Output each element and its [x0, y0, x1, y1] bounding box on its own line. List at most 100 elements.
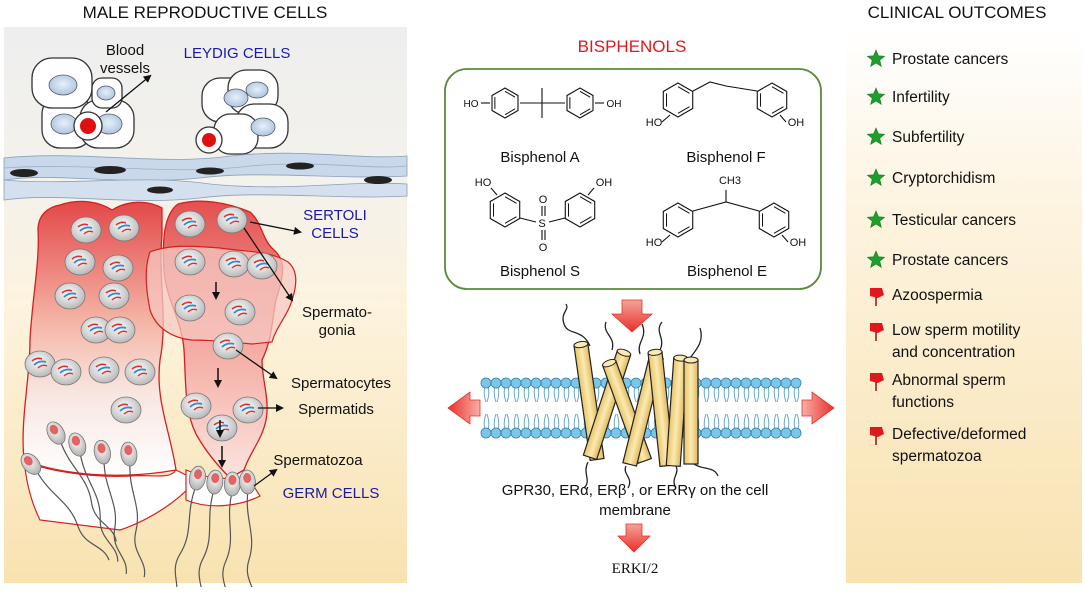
arrow-down-to-erk [617, 523, 651, 553]
lipid [740, 377, 752, 439]
outcome-label: Testicular cancers [892, 212, 1016, 229]
outcome-label: Azoospermia [892, 287, 983, 304]
lipid [780, 377, 792, 439]
germ-cell [64, 248, 96, 276]
bisphenols-title: BISPHENOLS [578, 37, 687, 56]
green-star-icon [866, 250, 886, 268]
red-pin-icon [870, 427, 884, 445]
germ-cell [174, 294, 206, 322]
lipid [480, 377, 492, 439]
sertoli-label-line1: SERTOLI [303, 207, 367, 224]
germ-cell [224, 298, 256, 326]
green-star-icon [866, 49, 886, 67]
germ-cell [24, 350, 56, 378]
outcome-item: Prostate cancers [866, 49, 1009, 68]
red-pin-icon [870, 288, 884, 306]
atom-label: O [539, 242, 548, 254]
red-pin-icon [870, 373, 884, 391]
lipid [540, 377, 552, 439]
lipid [560, 377, 572, 439]
blood-vessels-label-line1: Blood [106, 42, 144, 59]
receptor-caption-line2: membrane [599, 502, 671, 519]
germ-cell [110, 396, 142, 424]
lipid [500, 377, 512, 439]
leydig-label: LEYDIG CELLS [184, 45, 291, 62]
outcome-label: Infertility [892, 89, 950, 106]
spermatozoon [20, 452, 110, 561]
spermatozoon [173, 465, 206, 592]
atom-label: CH3 [719, 175, 741, 187]
lipid [520, 377, 532, 439]
compound-name-bpf: Bisphenol F [686, 149, 765, 166]
atom-label: HO [646, 237, 663, 249]
spermatozoon [93, 439, 127, 574]
outcome-label: Cryptorchidism [892, 170, 995, 187]
atom-label: HO [475, 177, 492, 189]
receptor-helices [562, 303, 719, 489]
germ-cells [24, 206, 278, 442]
germ-cell [174, 248, 206, 276]
germ-cell [218, 250, 250, 278]
spermatozoa-label: Spermatozoa [273, 452, 363, 469]
blood-vessels-label-line2: vessels [100, 60, 150, 77]
progression-arrows [212, 221, 302, 487]
spermatozoon [68, 432, 119, 562]
germ-cell [232, 396, 264, 424]
germ-cell [180, 392, 212, 420]
outcome-item: Testicular cancers [866, 210, 1016, 229]
spermatogonia-label-line1: Spermato- [302, 304, 372, 321]
red-pin-icon [870, 323, 884, 341]
germ-cell [102, 254, 134, 282]
lipid [490, 377, 502, 439]
outcome-item: Azoospermia [870, 287, 983, 306]
leydig-cluster-left [31, 57, 135, 149]
clinical-outcomes-list: Prostate cancersInfertilitySubfertilityC… [866, 49, 1026, 465]
outcome-label: Defective/deformed [892, 426, 1026, 443]
bisphenols-structure-box [444, 68, 822, 290]
spermatozoon [239, 469, 256, 592]
compound-name-bpe: Bisphenol E [687, 263, 767, 280]
atom-label: HO [646, 117, 663, 129]
green-star-icon [866, 87, 886, 105]
outcome-label: Abnormal sperm [892, 372, 1006, 389]
spermatozoon [46, 421, 117, 542]
bpf-structure: HO OH [646, 81, 805, 129]
germ-cell [216, 206, 248, 234]
arrow-right-to-outcomes [801, 391, 835, 425]
receptor-caption-line1: GPR30, ERα, ERβ , or ERRγ on the cell [502, 482, 769, 499]
right-panel-background [846, 27, 1082, 583]
spermatozoon [120, 441, 146, 578]
right-panel-header: CLINICAL OUTCOMES [868, 3, 1047, 22]
lipid [700, 377, 712, 439]
atom-label: OH [788, 117, 805, 129]
receptor-helix [683, 356, 699, 465]
blood-vessels-pointer [105, 74, 152, 113]
outcome-label: Low sperm motility [892, 322, 1021, 339]
downstream-label: ERKI/2 [612, 561, 659, 577]
germ-cell [54, 282, 86, 310]
basement-membrane [3, 152, 408, 201]
germ-cell [104, 316, 136, 344]
outcome-item: Cryptorchidism [866, 168, 995, 187]
germ-cell [212, 332, 244, 360]
lipid [760, 377, 772, 439]
arrow-down-to-membrane [610, 299, 654, 333]
outcome-item: Subfertility [866, 127, 965, 146]
outcome-label: Prostate cancers [892, 252, 1009, 269]
germ-cell [70, 216, 102, 244]
lipid [770, 377, 782, 439]
spermatozoa-group [20, 421, 256, 592]
lipid [730, 377, 742, 439]
germ-cell [206, 414, 238, 442]
germ-cell [50, 358, 82, 386]
germ-cell [88, 356, 120, 384]
outcome-label-line2: functions [892, 394, 954, 411]
